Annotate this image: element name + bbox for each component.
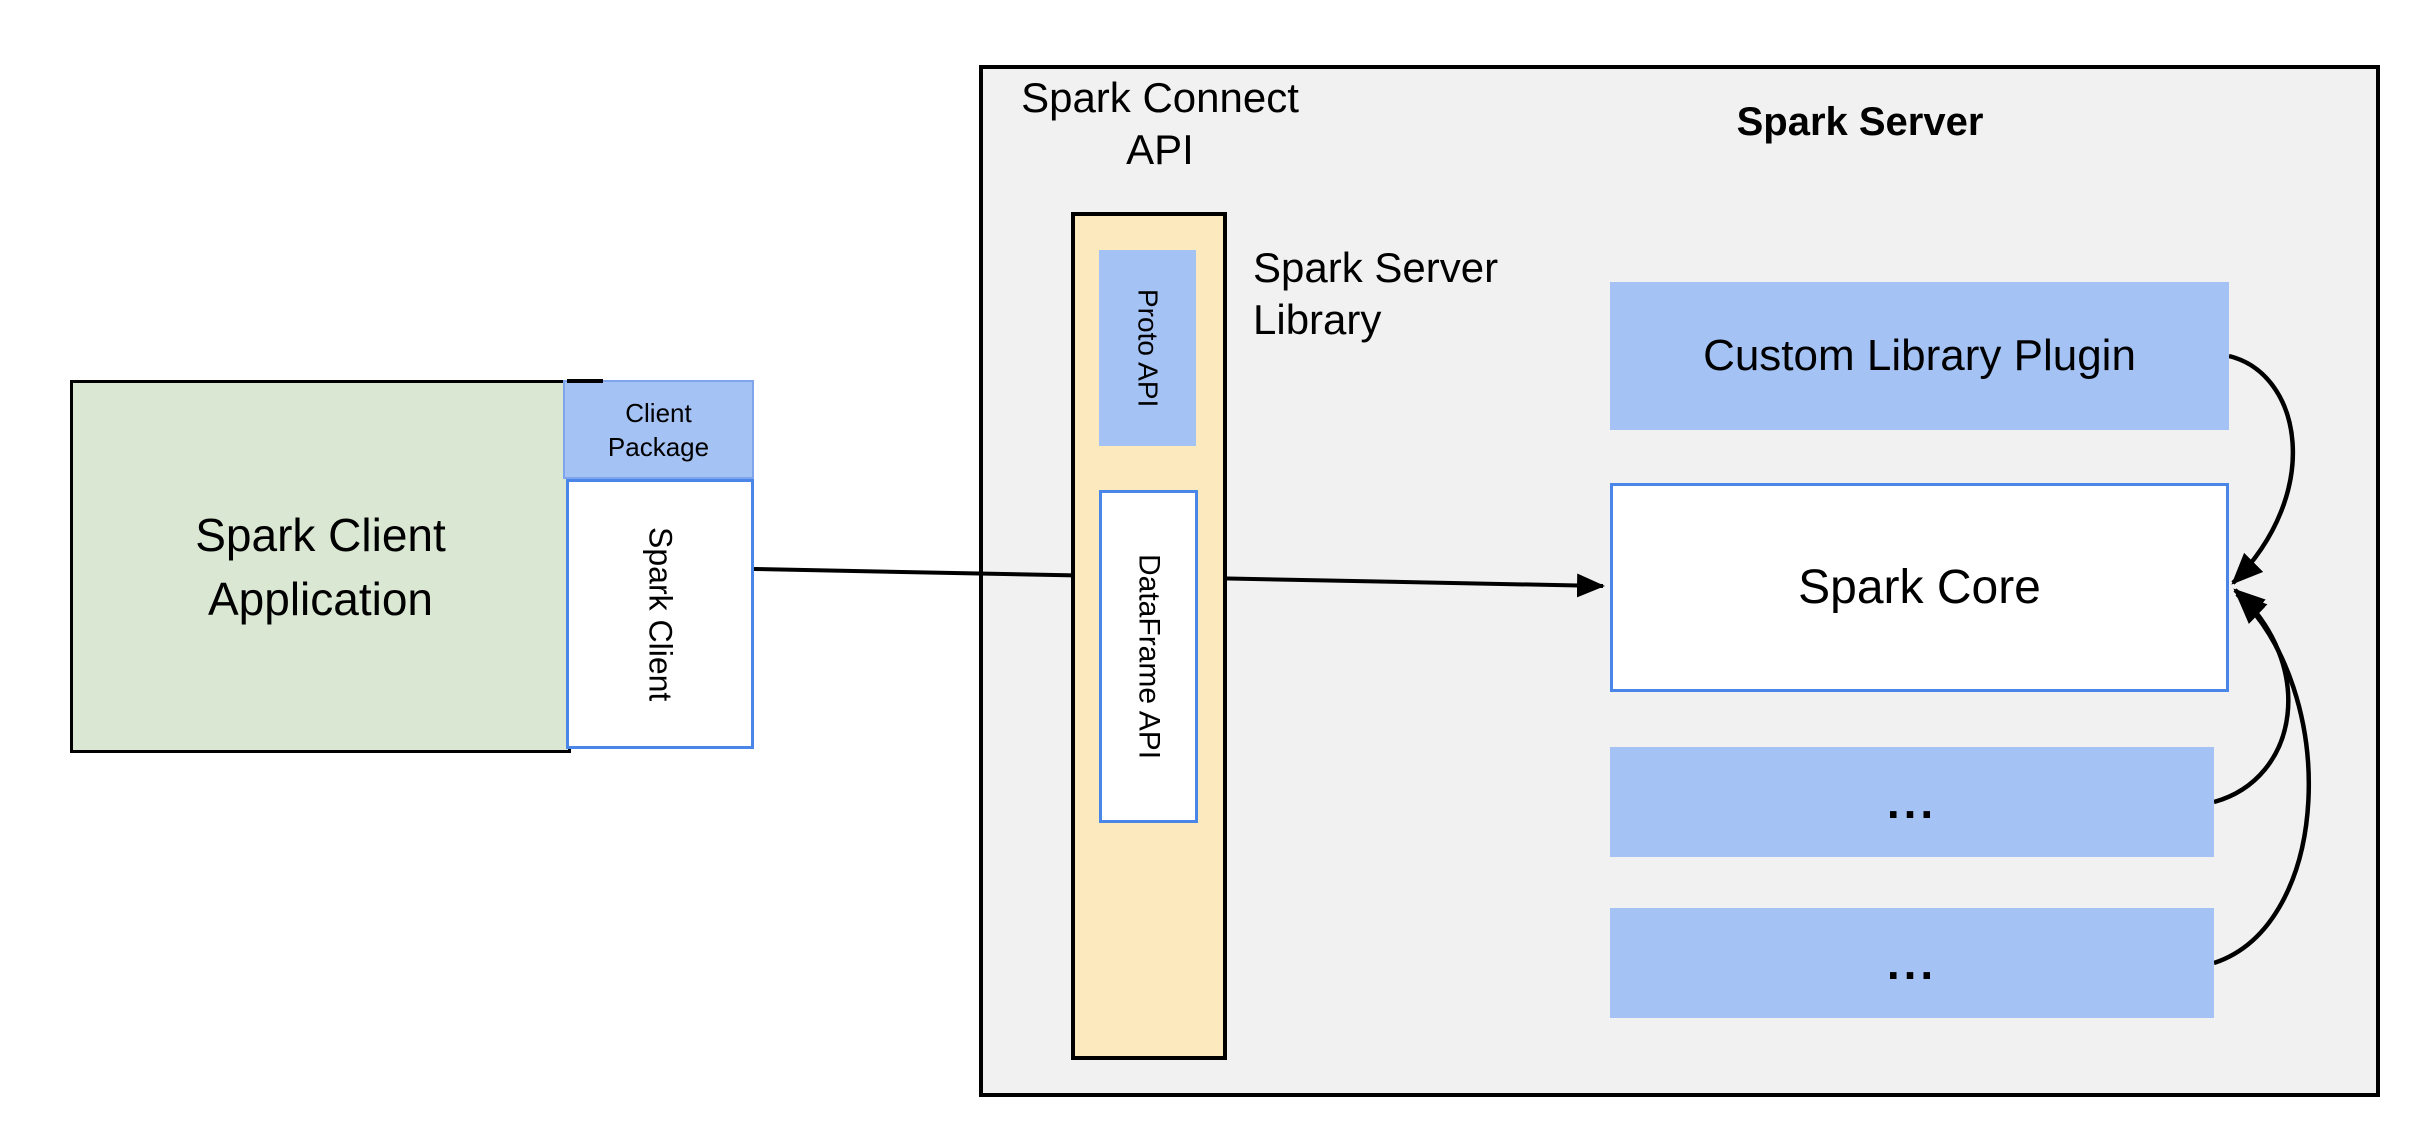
- spark-core-label: Spark Core: [1798, 561, 2041, 614]
- server-module-box-2: ...: [1610, 908, 2214, 1018]
- spark-server-library-label: Spark Server Library: [1253, 244, 1499, 343]
- client-package-label: Client Package: [607, 397, 710, 462]
- custom-library-plugin-box: Custom Library Plugin: [1610, 282, 2229, 430]
- spark-client-application-box: Spark Client Application: [70, 380, 571, 753]
- dataframe-api-box: DataFrame API: [1099, 490, 1198, 823]
- custom-library-plugin-label: Custom Library Plugin: [1703, 331, 2136, 380]
- spark-server-title: Spark Server: [1736, 100, 1984, 144]
- spark-client-label: Spark Client: [642, 526, 679, 702]
- proto-api-label: Proto API: [1132, 288, 1164, 408]
- client-package-box: Client Package: [563, 380, 754, 479]
- proto-api-box: Proto API: [1099, 250, 1196, 446]
- server-module-box-1: ...: [1610, 747, 2214, 857]
- spark-client-box: Spark Client: [566, 479, 754, 749]
- spark-core-box: Spark Core: [1610, 483, 2229, 692]
- green-box-border-stub: [567, 379, 603, 383]
- spark-connect-api-title: Spark Connect API: [1021, 74, 1299, 173]
- spark-client-application-label: Spark Client Application: [195, 508, 446, 625]
- dataframe-api-label: DataFrame API: [1132, 553, 1166, 760]
